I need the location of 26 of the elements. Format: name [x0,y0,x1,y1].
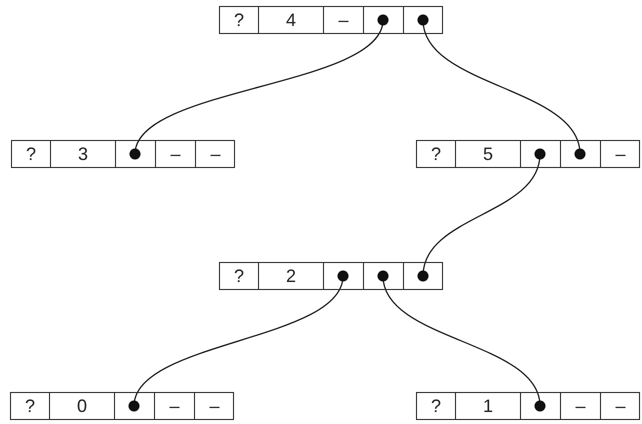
record-cell: 3 [50,141,115,167]
record-cell: – [323,7,363,33]
record-cell: 4 [258,7,323,33]
record-cell: – [154,393,194,419]
record-cell: ? [219,263,259,289]
record-cell: – [600,393,640,419]
record-cell: 5 [455,141,520,167]
record-cell: 1 [455,393,520,419]
record-box [219,6,443,34]
record-box [219,262,443,290]
record-cell: 2 [258,263,323,289]
record-cell: ? [416,141,456,167]
record-cell: ? [11,141,51,167]
record-box [416,392,640,420]
record-cell: ? [416,393,456,419]
record-box [416,140,640,168]
record-cell: – [194,393,234,419]
record-cell: ? [219,7,259,33]
record-box [11,140,235,168]
record-cell: – [195,141,235,167]
record-cell: – [155,141,195,167]
record-cell: – [560,393,600,419]
record-cell: – [600,141,640,167]
record-box [10,392,234,420]
record-cell: 0 [49,393,114,419]
record-cell: ? [10,393,50,419]
